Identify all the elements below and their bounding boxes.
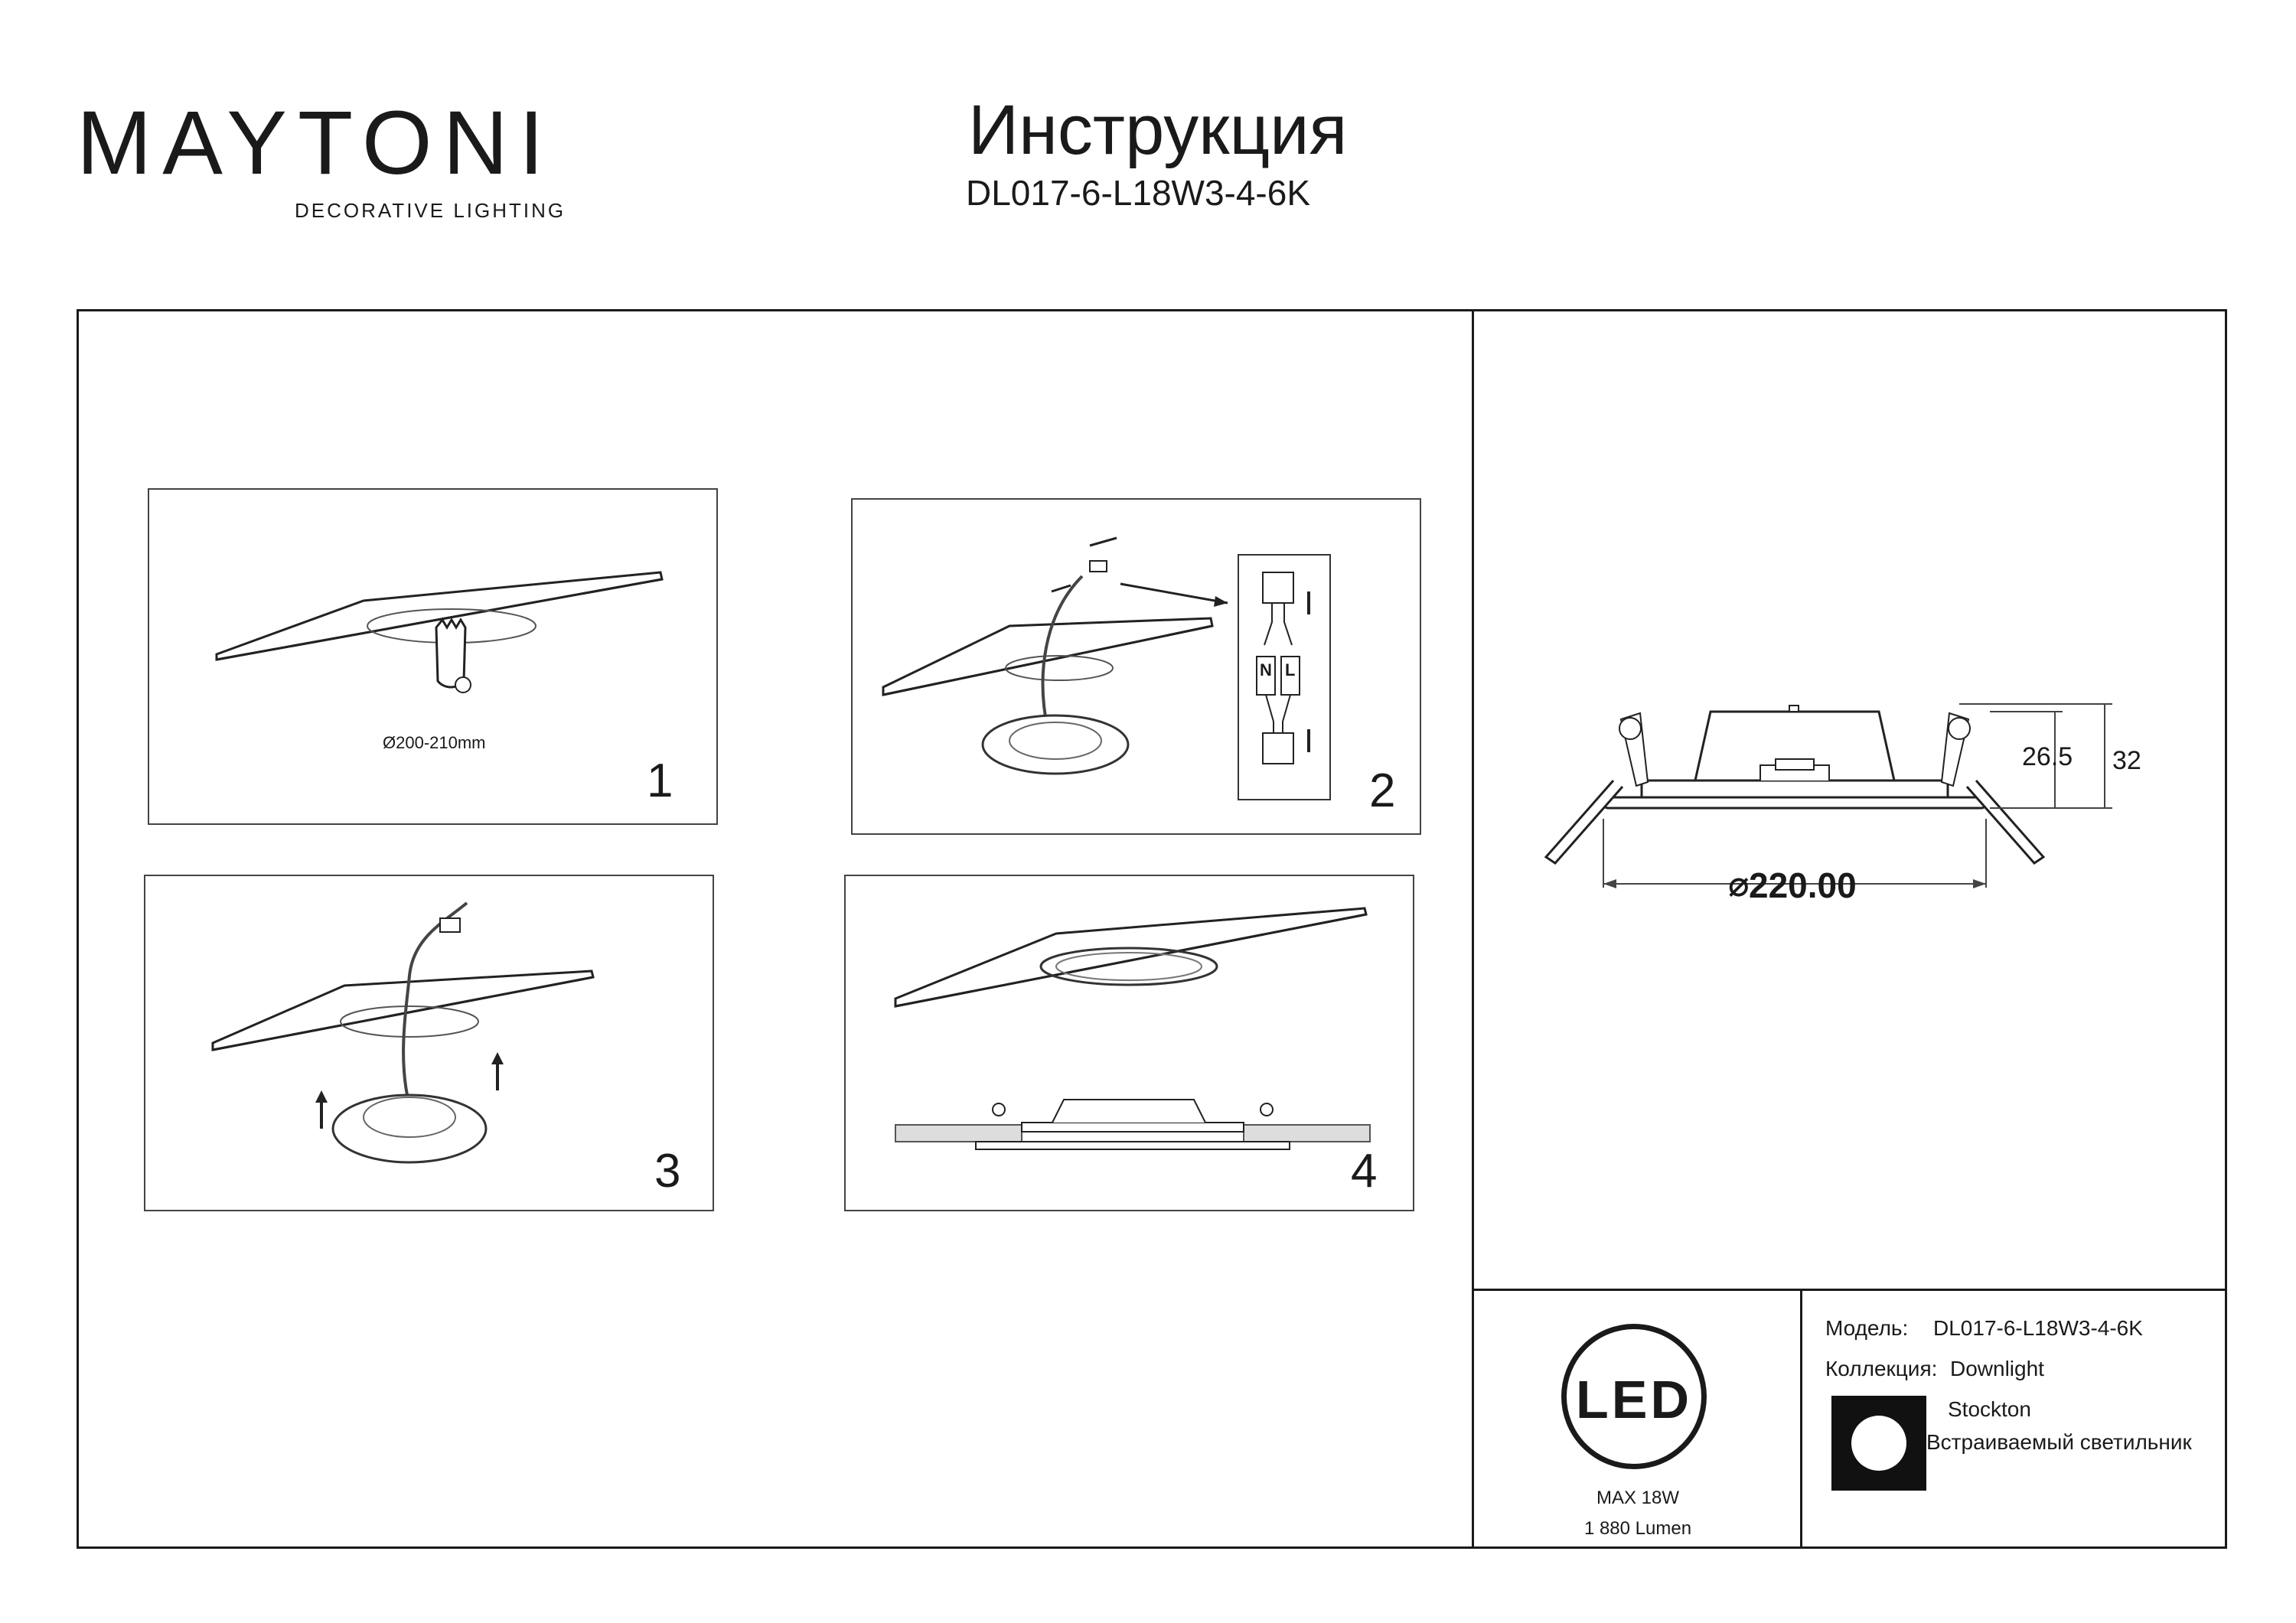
cutout-diameter-label: Ø200-210mm [383,733,486,752]
step-number: 1 [647,754,673,807]
fixture-dimension-drawing [1544,703,2112,888]
step-number: 4 [1351,1145,1378,1198]
step-2-panel: N L 2 [851,498,1421,835]
wire-live-label: L [1285,660,1296,680]
step-1-panel: Ø200-210mm 1 [148,488,718,825]
step-number: 2 [1369,764,1396,817]
divider-spec [1800,1289,1802,1549]
step-1-illustration [215,571,664,693]
step-4-illustration [894,907,1371,1150]
step-4-panel: 4 [844,875,1414,1211]
step-number: 3 [654,1145,681,1198]
diameter-value: 220.00 [1749,865,1857,905]
led-badge: LED [1561,1324,1707,1469]
step-3-panel: 3 [144,875,714,1211]
spec-series: Stockton [1948,1397,2031,1421]
spec-collection-label: Коллекция: [1825,1357,1938,1380]
height-total-value: 32 [2112,746,2141,775]
type-icon-circle [1851,1416,1906,1471]
brand-logo: MAYTONI DECORATIVE LIGHTING [77,98,563,228]
spec-model-value: DL017-6-L18W3-4-6K [1933,1316,2143,1340]
led-badge-text: LED [1576,1370,1692,1429]
wire-neutral-label: N [1260,660,1272,680]
divider-vertical [1472,309,1474,1549]
height-inner-value: 26.5 [2022,742,2073,771]
diameter-symbol: ⌀ [1728,864,1750,904]
brand-name: MAYTONI [77,93,555,194]
page-title: Инструкция [968,91,1348,169]
round-recessed-icon [1831,1396,1926,1491]
spec-model-label: Модель: [1825,1316,1909,1340]
spec-collection-value: Downlight [1950,1357,2044,1380]
brand-tagline: DECORATIVE LIGHTING [295,199,566,222]
step-2-illustration [882,536,1331,800]
step-3-illustration [211,901,595,1164]
spec-type: Встраиваемый светильник [1926,1430,2192,1454]
content-frame [77,309,2227,1549]
luminous-flux: 1 880 Lumen [1583,1518,1692,1539]
divider-horizontal [1472,1289,2227,1291]
max-power: MAX 18W [1596,1488,1680,1508]
header-model: DL017-6-L18W3-4-6K [966,173,1311,213]
